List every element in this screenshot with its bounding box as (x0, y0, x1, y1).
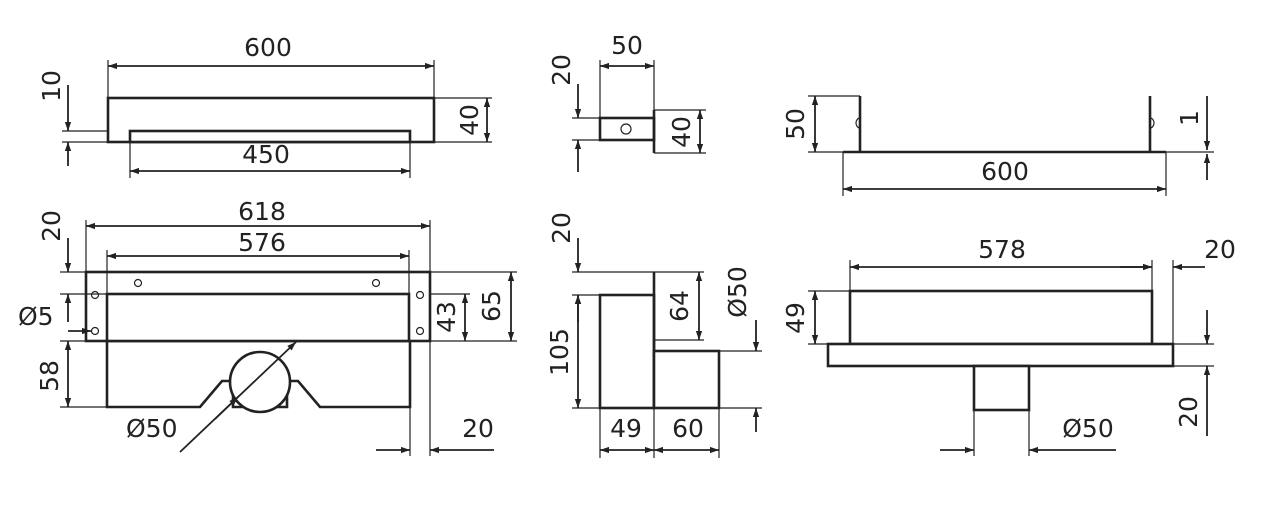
dim-label-top-offset: 20 (37, 210, 66, 242)
dim-label-height: 40 (667, 116, 696, 148)
frame-hole (415, 326, 425, 336)
dim-label-inner-length: 576 (238, 228, 286, 257)
mount-hole (620, 123, 632, 135)
drain-top-flange (826, 342, 1175, 368)
dim-label-depth: 10 (37, 70, 66, 102)
drain-side-body (598, 293, 656, 410)
frame-hole (90, 290, 100, 300)
dim-label-hole: Ø5 (18, 302, 54, 331)
dim-label-inner-height: 43 (432, 301, 461, 333)
dim-label-height: 65 (477, 290, 506, 322)
drain-top-box (848, 289, 1154, 346)
view-bottom-right: 578 20 49 20 Ø50 (781, 235, 1236, 456)
dim-label-thickness: 1 (1175, 110, 1204, 126)
drain-top-outlet (972, 364, 1031, 412)
cover-tab (598, 116, 656, 142)
frame-hole (133, 278, 143, 288)
dim-label-width: 50 (611, 31, 643, 60)
dim-label-offset: 20 (547, 212, 576, 244)
drain-side-outlet (652, 349, 721, 410)
frame-hole (415, 290, 425, 300)
dim-label-width-left: 49 (610, 414, 642, 443)
view-bottom-left: 618 576 20 Ø5 58 43 65 Ø50 (18, 197, 517, 456)
dim-label-outlet: Ø50 (723, 266, 752, 318)
dim-label-length: 578 (978, 235, 1026, 264)
dim-label-depth: 20 (547, 54, 576, 86)
drain-channel (105, 292, 411, 343)
frame-hole (371, 278, 381, 288)
frame-hole (90, 326, 100, 336)
dim-label-height: 50 (781, 108, 810, 140)
bracket-lug-left (855, 117, 861, 129)
view-bottom-middle: 20 105 64 Ø50 49 60 (545, 212, 762, 458)
view-top-left: 600 450 10 40 (37, 33, 492, 178)
dim-label-outlet-depth: 20 (1174, 396, 1203, 428)
dim-label-upper-height: 64 (665, 290, 694, 322)
dim-label-outer-length: 618 (238, 197, 286, 226)
dim-label-outlet: Ø50 (126, 414, 178, 443)
dim-label-inner-length: 450 (242, 140, 290, 169)
view-top-right: 50 1 600 (781, 95, 1214, 196)
dim-label-length: 600 (244, 33, 292, 62)
view-top-middle: 50 20 40 (547, 31, 706, 172)
dim-label-side-offset: 20 (462, 414, 494, 443)
dim-label-side-offset: 20 (1204, 235, 1236, 264)
dim-label-height: 40 (455, 104, 484, 136)
dim-label-outlet: Ø50 (1062, 414, 1114, 443)
outlet-circle (228, 350, 292, 414)
dim-label-lower-depth: 58 (35, 360, 64, 392)
dim-label-height: 49 (781, 302, 810, 334)
bracket-lug-right (1149, 117, 1155, 129)
dim-label-height: 105 (545, 328, 574, 376)
dim-label-length: 600 (981, 157, 1029, 186)
cover-insert (128, 129, 412, 144)
dim-label-width-right: 60 (672, 414, 704, 443)
